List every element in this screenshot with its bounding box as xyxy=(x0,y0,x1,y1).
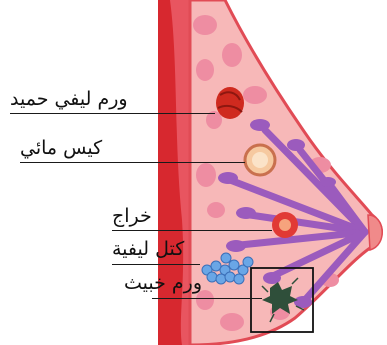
abscess-leader xyxy=(112,230,272,231)
abscess-mass xyxy=(272,212,298,238)
fibroadenoma-leader xyxy=(10,113,215,114)
label-abscess: خراج xyxy=(112,205,152,227)
label-cyst: كيس مائي xyxy=(20,137,102,159)
fibroadenoma-mass xyxy=(216,87,244,119)
cyst-mass xyxy=(245,145,275,175)
nipple xyxy=(368,215,382,250)
label-fibrous-lumps: كتل ليفية xyxy=(112,238,184,260)
label-malignant-tumor: ورم خبيث xyxy=(124,272,202,294)
cyst-leader xyxy=(20,162,245,163)
fibrous-lumps-leader xyxy=(112,264,200,265)
malignant-tumor-leader xyxy=(152,298,262,299)
label-fibroadenoma: ورم ليفي حميد xyxy=(10,88,128,110)
